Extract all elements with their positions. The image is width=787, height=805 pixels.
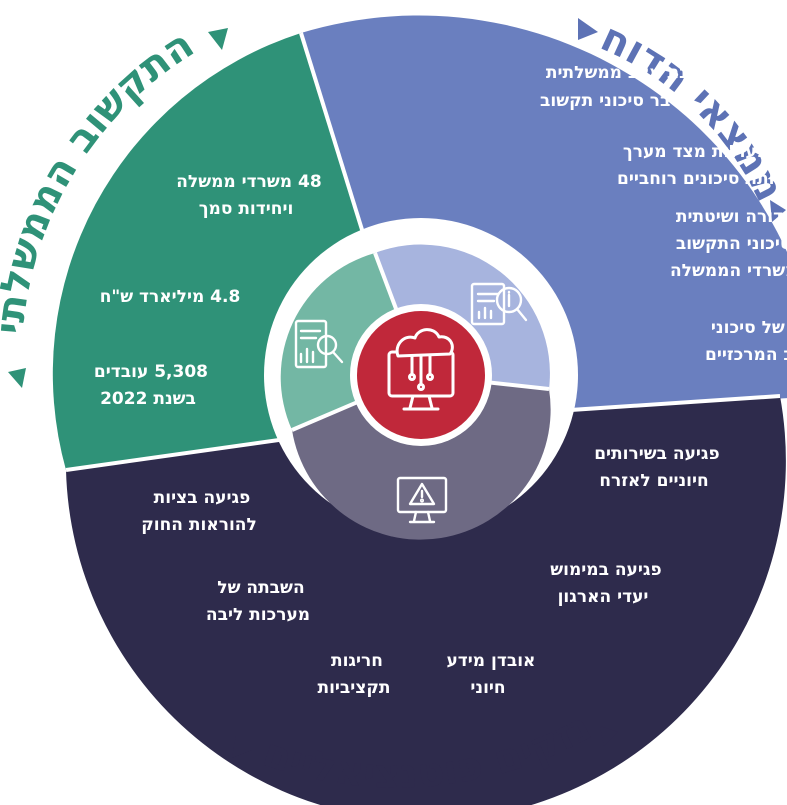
findings-title-arrow-right-icon (770, 200, 786, 222)
government-item-2: 4.8 מיליארד ש"ח (100, 287, 241, 307)
damages-title-arrow-left-icon (232, 736, 252, 758)
damages-item-4: חריגות תקציביות (317, 651, 390, 698)
findings-title-arrow-left-icon (578, 18, 598, 40)
cloud-computer-icon (387, 328, 455, 411)
government-title-arrow-bottom-icon (8, 368, 26, 388)
damages-title-arrow-right-icon (600, 726, 618, 746)
warning-monitor-icon (396, 476, 448, 524)
document-analysis-icon (294, 319, 344, 369)
damages-item-2: פגיעה במימוש יעדי הארגון (544, 560, 661, 607)
government-item-1: 48 משרדי ממשלה ויחידות סמך (170, 172, 321, 219)
damages-item-3: אובדן מידע חיוני (441, 651, 536, 698)
report-magnifier-icon (470, 282, 528, 326)
damages-item-6: פגיעה בציות להוראות החוק (141, 488, 257, 535)
findings-item-3: העדר פעולה, סדורה ושיטתית בניהול סיכוני … (670, 207, 787, 281)
findings-item-1: אין תמונת מצב ממשלתית בדבר סיכוני תקשוב (540, 63, 746, 111)
findings-item-4: דיווח חסר של סיכוני התקשוב המרכזיים (705, 318, 787, 365)
government-item-3: 5,308 עובדים בשנת 2022 (88, 362, 208, 409)
damages-item-1: פגיעה בשירותים חיוניים לאזרח (588, 444, 719, 491)
damages-segment (66, 396, 786, 805)
damages-item-5: השבתה של מערכות ליבה (206, 578, 310, 625)
government-title-arrow-top-icon (208, 28, 228, 50)
damages-inner-segment (292, 375, 551, 540)
findings-item-2: לא ננקטו פעולות מצד מערך הדיגיטל להפחתת … (617, 142, 787, 189)
